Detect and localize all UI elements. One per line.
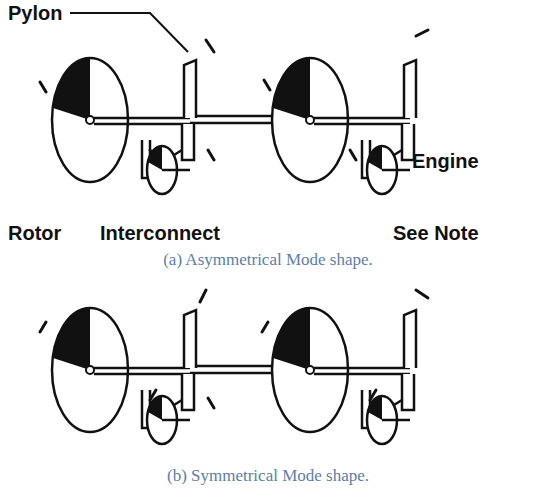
part-label: Pylon <box>8 2 62 25</box>
subfigure-caption: (a) Asymmetrical Mode shape. <box>163 250 373 270</box>
part-label: Engine <box>412 150 479 173</box>
part-label: Interconnect <box>100 222 220 245</box>
note-label: See Note <box>393 222 479 245</box>
subfigure-caption: (b) Symmetrical Mode shape. <box>167 466 369 486</box>
part-label: Rotor <box>8 222 61 245</box>
